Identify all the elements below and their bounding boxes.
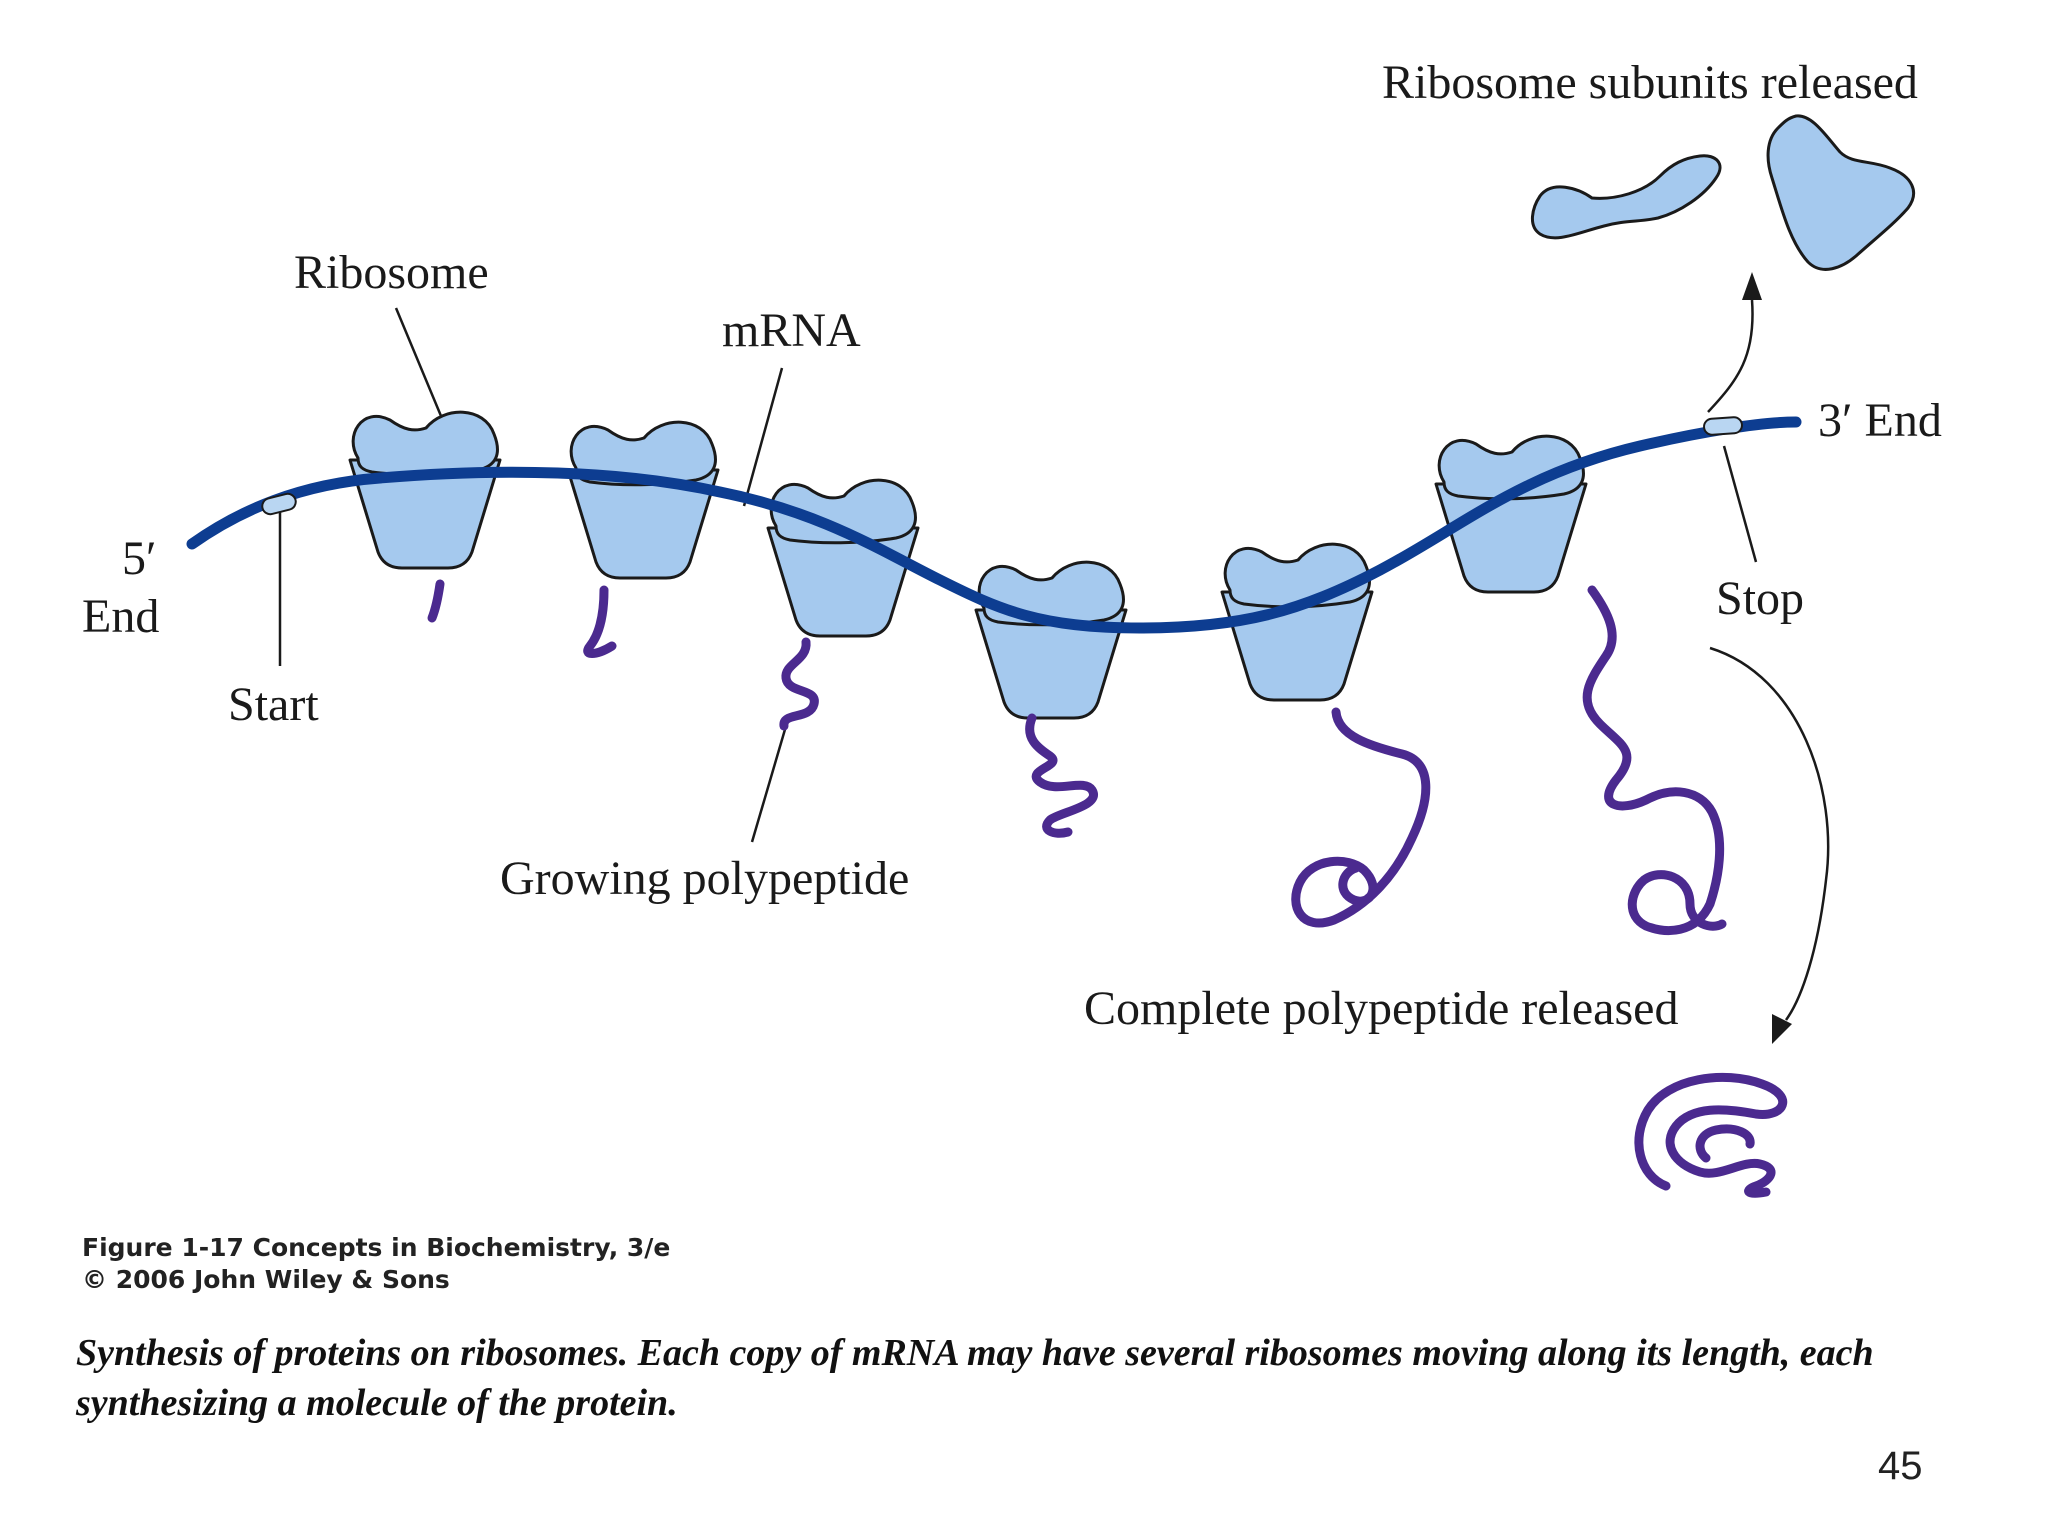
start-label: Start [228,678,319,731]
polypeptide-released-inner [1695,1124,1755,1163]
mrna-strand [186,416,1802,634]
polypeptide-1 [427,579,445,623]
released-small-subunit [1531,154,1722,240]
polypeptide-released [1634,1072,1788,1198]
polypeptide-5 [1291,707,1431,928]
three-prime-end-label: 3′ End [1818,394,1942,447]
polypeptide-chains [427,579,1788,1198]
stop-codon-marker [1703,416,1743,436]
mrna-label: mRNA [722,304,861,357]
page-number: 45 [1878,1444,1923,1488]
polypeptide-3 [779,637,819,731]
mrna-pointer [742,367,784,507]
subunits-released-label: Ribosome subunits released [1382,56,1918,109]
stop-pointer [1722,445,1758,563]
ribosome-label: Ribosome [294,246,489,299]
figure-credit-line1: Figure 1-17 Concepts in Biochemistry, 3/… [82,1233,670,1262]
release-arrow-down [1709,646,1830,1044]
released-large-subunit [1766,114,1915,271]
growing-polypeptide-label: Growing polypeptide [500,852,909,905]
figure-credit-line2: © 2006 John Wiley & Sons [82,1265,450,1294]
start-codon-marker [261,492,297,516]
polypeptide-2 [583,585,617,658]
ribosome-1 [348,410,502,570]
complete-polypeptide-label: Complete polypeptide released [1084,982,1678,1035]
stop-label: Stop [1716,572,1804,625]
five-prime-label: 5′ [122,532,157,585]
ribosome-2 [566,420,720,580]
pointer-lines [278,307,1758,843]
growing-polypeptide-pointer [750,725,788,843]
polypeptide-6 [1582,585,1727,935]
ribosome-6 [1434,434,1588,594]
polypeptide-4 [1025,713,1099,838]
release-arrow-up [1707,272,1762,413]
ribosome-pointer [394,307,448,429]
ribosome-4 [974,560,1128,720]
five-prime-end-label: End [82,590,159,643]
figure-caption: Synthesis of proteins on ribosomes. Each… [76,1332,1874,1424]
